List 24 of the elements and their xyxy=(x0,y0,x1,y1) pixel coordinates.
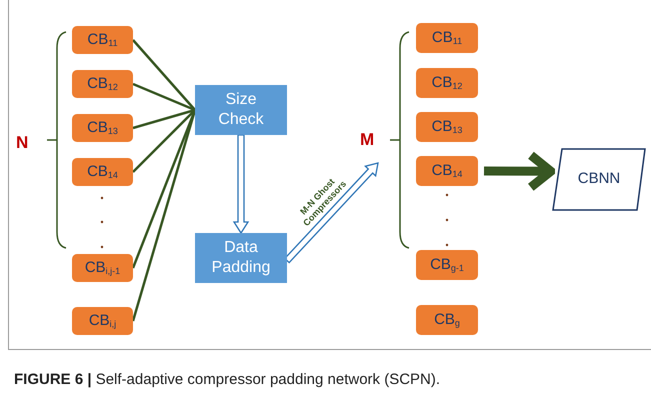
block-box: CB$_{13}$ xyxy=(416,112,478,142)
process-box: Data Padding xyxy=(195,233,287,283)
connector-line xyxy=(132,108,196,130)
block-box: CB$_{14}$ xyxy=(416,156,478,186)
connector-line xyxy=(132,39,196,111)
block-box: CB$_{i,j-1}$ xyxy=(72,254,133,282)
connector-line xyxy=(132,109,196,173)
block-box: CB$_{g-1}$ xyxy=(416,250,478,280)
block-box: CB$_{14}$ xyxy=(72,158,133,186)
block-box: CB$_{13}$ xyxy=(72,114,133,142)
block-box: CB$_{11}$ xyxy=(72,26,133,54)
hollow-arrow xyxy=(232,134,250,234)
block-box: CB$_{g}$ xyxy=(416,305,478,335)
block-box: CB$_{12}$ xyxy=(416,68,478,98)
figure-caption: FIGURE 6 | Self-adaptive compressor padding network (SCPN). xyxy=(14,370,440,390)
brace-label: N xyxy=(16,132,28,154)
block-box: CB$_{i,j}$ xyxy=(72,307,133,335)
thick-arrow xyxy=(484,150,556,192)
block-box: CB$_{12}$ xyxy=(72,70,133,98)
brace-label: M xyxy=(360,129,374,151)
connector-line xyxy=(132,82,196,112)
process-box: Size Check xyxy=(195,85,287,135)
block-box: CB$_{11}$ xyxy=(416,23,478,53)
parallelogram-box: CBNN xyxy=(552,148,646,211)
